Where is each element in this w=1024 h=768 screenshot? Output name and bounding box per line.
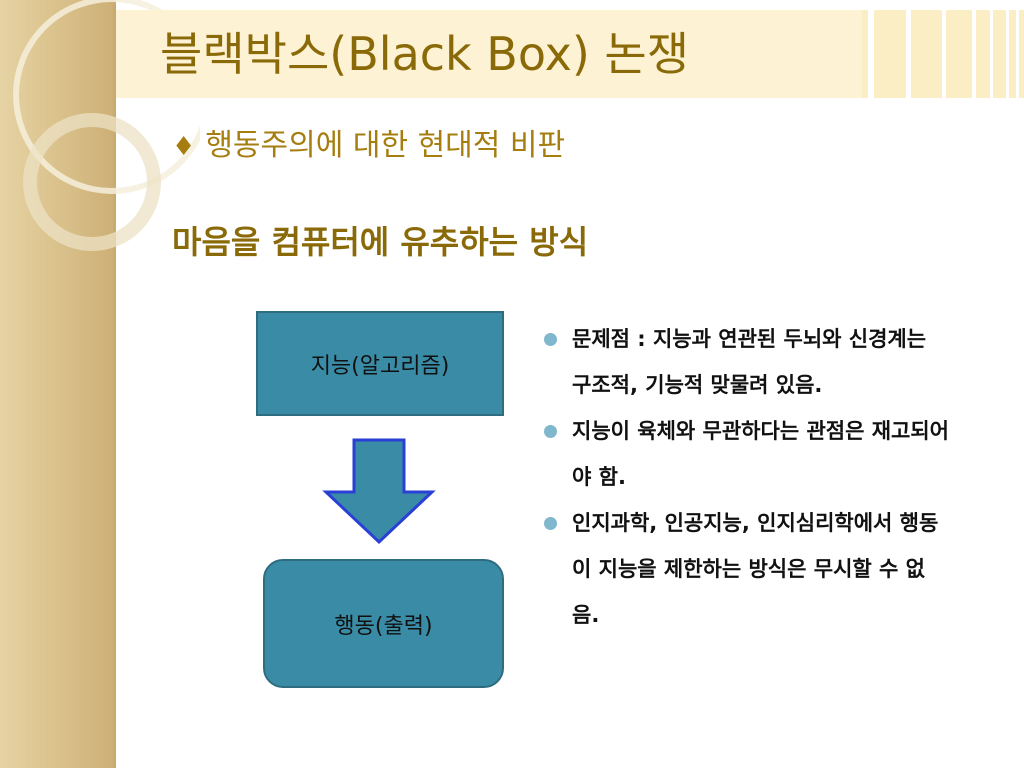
behavior-box-label: 행동(출력) bbox=[334, 613, 433, 639]
down-arrow-icon bbox=[322, 438, 436, 545]
behavior-box: 행동(출력) bbox=[263, 559, 504, 688]
title-band bbox=[116, 10, 862, 98]
bullet-text: 지능이 육체와 무관하다는 관점은 재고되어야 함. bbox=[572, 419, 950, 489]
deco-circle-large bbox=[13, 0, 200, 194]
stripe bbox=[1006, 10, 1009, 98]
stripe bbox=[906, 10, 911, 98]
stripe bbox=[868, 10, 874, 98]
bullet-dot-icon bbox=[544, 333, 557, 346]
emphasis-heading: 마음을 컴퓨터에 유추하는 방식 bbox=[172, 223, 589, 261]
slide-title: 블랙박스(Black Box) 논쟁 bbox=[160, 27, 690, 81]
list-item: 지능이 육체와 무관하다는 관점은 재고되어야 함. bbox=[542, 408, 952, 500]
bullet-dot-icon bbox=[544, 425, 557, 438]
deco-circle-small bbox=[23, 113, 161, 251]
bullet-text: 문제점 : 지능과 연관된 두뇌와 신경계는 구조적, 기능적 맞물려 있음. bbox=[572, 327, 927, 397]
intelligence-box: 지능(알고리즘) bbox=[256, 311, 504, 416]
list-item: 문제점 : 지능과 연관된 두뇌와 신경계는 구조적, 기능적 맞물려 있음. bbox=[542, 316, 952, 408]
left-panel-edge bbox=[113, 0, 116, 768]
subheading: ♦ 행동주의에 대한 현대적 비판 bbox=[172, 124, 565, 169]
bullet-text: 인지과학, 인공지능, 인지심리학에서 행동이 지능을 제한하는 방식은 무시할… bbox=[572, 511, 939, 627]
bullet-list: 문제점 : 지능과 연관된 두뇌와 신경계는 구조적, 기능적 맞물려 있음. … bbox=[542, 316, 952, 638]
stripe bbox=[942, 10, 946, 98]
stripe bbox=[972, 10, 976, 98]
decorative-stripes bbox=[862, 10, 1024, 98]
subheading-text: 행동주의에 대한 현대적 비판 bbox=[205, 128, 566, 163]
down-arrow-shape bbox=[322, 438, 436, 545]
stripe bbox=[1016, 10, 1019, 98]
intelligence-box-label: 지능(알고리즘) bbox=[310, 353, 450, 379]
list-item: 인지과학, 인공지능, 인지심리학에서 행동이 지능을 제한하는 방식은 무시할… bbox=[542, 500, 952, 638]
bullet-dot-icon bbox=[544, 517, 557, 530]
diamond-bullet-icon: ♦ bbox=[172, 132, 196, 162]
stripe bbox=[990, 10, 993, 98]
decorative-circles bbox=[13, 0, 200, 251]
